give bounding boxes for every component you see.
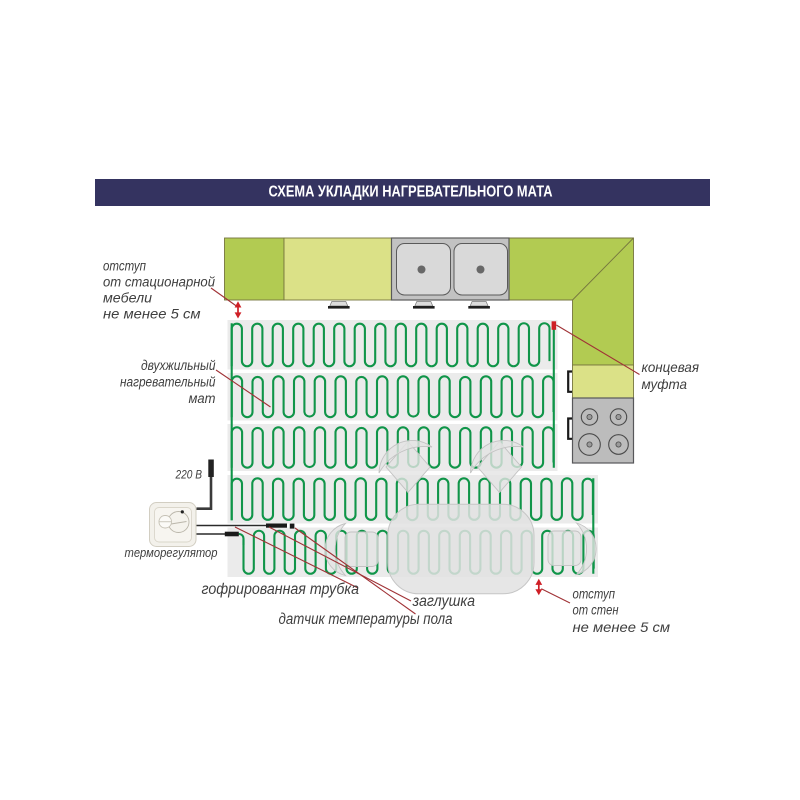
svg-text:от стен: от стен [573, 603, 619, 618]
svg-text:отступ: отступ [103, 259, 146, 274]
svg-text:гофрированная трубка: гофрированная трубка [202, 581, 360, 598]
svg-text:датчик температуры пола: датчик температуры пола [279, 611, 453, 628]
svg-text:не менее 5 см: не менее 5 см [573, 620, 671, 635]
svg-text:двухжильный: двухжильный [141, 358, 216, 373]
svg-text:мат: мат [189, 391, 216, 406]
svg-text:СХЕМА УКЛАДКИ НАГРЕВАТЕЛЬНОГО: СХЕМА УКЛАДКИ НАГРЕВАТЕЛЬНОГО МАТА [269, 184, 553, 201]
svg-text:от стационарной: от стационарной [103, 275, 215, 290]
svg-text:не менее 5 см: не менее 5 см [103, 307, 201, 322]
svg-text:отступ: отступ [573, 587, 616, 602]
svg-text:муфта: муфта [642, 376, 688, 392]
svg-text:мебели: мебели [103, 291, 153, 306]
svg-text:заглушка: заглушка [412, 593, 476, 610]
svg-text:220 В: 220 В [175, 470, 203, 482]
svg-text:концевая: концевая [642, 359, 700, 375]
svg-text:нагревательный: нагревательный [120, 375, 216, 390]
svg-text:терморегулятор: терморегулятор [125, 545, 218, 560]
